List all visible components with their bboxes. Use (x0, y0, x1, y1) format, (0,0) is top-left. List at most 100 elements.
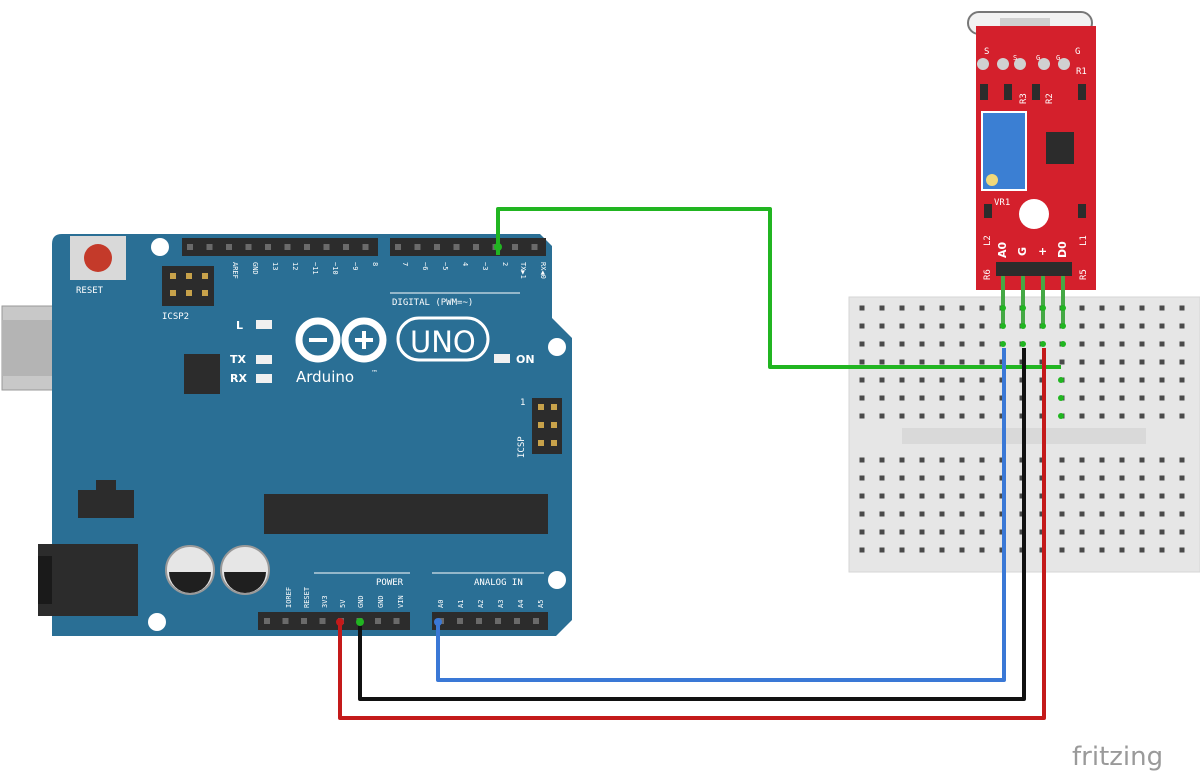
breadboard-hole (959, 377, 965, 383)
wire-black-gnd[interactable] (358, 348, 1026, 701)
breadboard-hole (919, 413, 925, 419)
connected-hole (1060, 341, 1066, 347)
header-pin (206, 244, 213, 250)
mounting-hole (548, 571, 566, 589)
breadboard-hole (1179, 457, 1185, 463)
header-pin (495, 618, 501, 624)
digital-pin-label: 4 (461, 262, 469, 266)
breadboard-hole (879, 413, 885, 419)
reed-sensor-module: S G S G G R1 R2 R3 VR1 L2 L1 A0 G + D0 R… (967, 11, 1096, 290)
breadboard-hole (959, 511, 965, 517)
arduino-tm: ™ (371, 369, 378, 377)
sensor-mounting-hole (1019, 199, 1049, 229)
analog-pin-label: A5 (537, 600, 545, 608)
breadboard-hole (1139, 377, 1145, 383)
header-pin (375, 618, 381, 624)
wire-red-5v[interactable] (338, 348, 1046, 720)
breadboard-hole (979, 457, 985, 463)
breadboard-hole (879, 395, 885, 401)
led-rx (256, 374, 272, 383)
breadboard-hole (1079, 457, 1085, 463)
breadboard-hole (1059, 457, 1065, 463)
breadboard-hole (1079, 377, 1085, 383)
capacitor (165, 545, 215, 595)
breadboard-hole (919, 341, 925, 347)
board-pcb (52, 234, 572, 636)
power-header (258, 612, 410, 630)
breadboard-hole (1099, 457, 1105, 463)
sensor-pin-g-label: G (1016, 247, 1029, 256)
wire-green-d0[interactable] (496, 207, 1061, 369)
analog-label: ANALOG IN (474, 578, 523, 588)
breadboard-hole (959, 305, 965, 311)
breadboard-hole (899, 457, 905, 463)
digital-label: DIGITAL (PWM=~) (392, 298, 473, 308)
reset-button-cap[interactable] (84, 244, 112, 272)
digital-pin-label: RX◀0 (539, 262, 547, 279)
connected-hole (1040, 341, 1046, 347)
solder-pad (997, 58, 1009, 70)
breadboard-hole (1079, 413, 1085, 419)
breadboard-hole (879, 377, 885, 383)
power-pin-label: GND (357, 595, 365, 608)
header-pin (473, 244, 479, 250)
uno-badge (396, 316, 490, 362)
digital-pin-label: 12 (291, 262, 299, 270)
led-tx-label: TX (230, 353, 247, 366)
header-pin (453, 244, 460, 250)
breadboard-hole (939, 493, 945, 499)
breadboard-hole (979, 475, 985, 481)
breadboard-hole (959, 475, 965, 481)
header-pin (187, 244, 193, 250)
breadboard-hole (899, 323, 905, 329)
breadboard-hole (899, 359, 905, 365)
sensor-r2-label: R2 (1045, 93, 1055, 104)
breadboard-hole (1079, 359, 1085, 365)
connected-hole (1020, 323, 1026, 329)
breadboard-hole (859, 377, 865, 383)
sensor-label-s: S (984, 47, 989, 57)
power-jack (38, 544, 138, 616)
smd-resistor (1004, 84, 1012, 100)
icsp-label: ICSP (517, 436, 527, 458)
icsp2-pins (170, 273, 208, 296)
breadboard-hole (879, 457, 885, 463)
icsp2-label: ICSP2 (162, 312, 189, 322)
sensor-small-g: G (1036, 54, 1040, 62)
digital-pin-label: 2 (501, 262, 509, 266)
breadboard-hole (1059, 359, 1065, 365)
breadboard-hole (959, 457, 965, 463)
breadboard-hole (1119, 305, 1125, 311)
breadboard-hole (1179, 341, 1185, 347)
breadboard-hole (1159, 341, 1165, 347)
solder-pad (1014, 58, 1026, 70)
breadboard-hole (899, 395, 905, 401)
led-l (256, 320, 272, 329)
analog-pin-label: A0 (437, 600, 445, 608)
breadboard-hole (859, 359, 865, 365)
breadboard-hole (1139, 359, 1145, 365)
breadboard-hole (919, 359, 925, 365)
mounting-hole (151, 238, 169, 256)
breadboard-hole (959, 395, 965, 401)
smd-resistor (1078, 84, 1086, 100)
power-pin-label: GND (377, 595, 385, 608)
solder-pad (977, 58, 989, 70)
breadboard-hole (959, 323, 965, 329)
breadboard-hole (859, 493, 865, 499)
potentiometer-screw-icon[interactable] (986, 174, 998, 186)
power-pin-label: VIN (397, 595, 405, 608)
wire-blue-a0[interactable] (436, 348, 1006, 682)
icsp-pins (538, 404, 557, 446)
breadboard-hole (1159, 305, 1165, 311)
solder-pad (1058, 58, 1070, 70)
breadboard-hole (1099, 341, 1105, 347)
uno-text: UNO (410, 325, 476, 359)
breadboard-hole (1139, 305, 1145, 311)
breadboard-hole (899, 475, 905, 481)
breadboard-hole (1159, 547, 1165, 553)
breadboard-hole (979, 529, 985, 535)
smd-resistor (980, 84, 988, 100)
